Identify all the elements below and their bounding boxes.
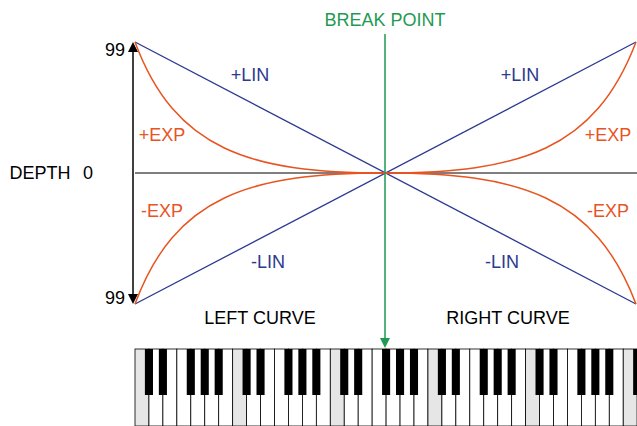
black-key [633,349,637,395]
exp-curve [135,173,385,304]
black-key [298,349,306,395]
side-label: RIGHT CURVE [446,308,569,328]
black-key [215,349,223,395]
black-key [508,349,516,395]
break-point-label: BREAK POINT [324,10,445,30]
black-key [159,349,167,395]
exp-curve [385,42,636,173]
curve-name: -LIN [485,252,519,272]
black-key [312,349,320,395]
black-key [396,349,404,395]
exp-curve [385,173,636,304]
black-key [382,349,390,395]
curve-name: +EXP [585,125,632,145]
curve-name: +LIN [501,65,540,85]
black-key [201,349,209,395]
black-key [536,349,544,395]
black-key [591,349,599,395]
axis-value: 0 [83,163,93,183]
depth-arrow [132,173,134,302]
black-key [410,349,418,395]
black-key [257,349,265,395]
depth-arrow [132,44,134,173]
black-key [480,349,488,395]
side-label: LEFT CURVE [204,308,315,328]
break-point-arrow [384,34,386,346]
curve-name: +LIN [231,65,270,85]
curve-name: -EXP [587,201,629,221]
axis-label: DEPTH [9,163,70,183]
exp-curve [135,42,385,173]
black-key [577,349,585,395]
black-key [494,349,502,395]
black-key [243,349,251,395]
curve-name: -LIN [251,252,285,272]
black-key [145,349,153,395]
keyboard [135,349,637,426]
black-key [354,349,362,395]
depth-max: 99 [105,288,125,308]
black-key [187,349,195,395]
black-key [284,349,292,395]
black-key [549,349,557,395]
depth-max: 99 [105,40,125,60]
black-key [605,349,613,395]
curve-name: +EXP [139,125,186,145]
black-key [438,349,446,395]
black-key [452,349,460,395]
curve-name: -EXP [141,201,183,221]
black-key [340,349,348,395]
